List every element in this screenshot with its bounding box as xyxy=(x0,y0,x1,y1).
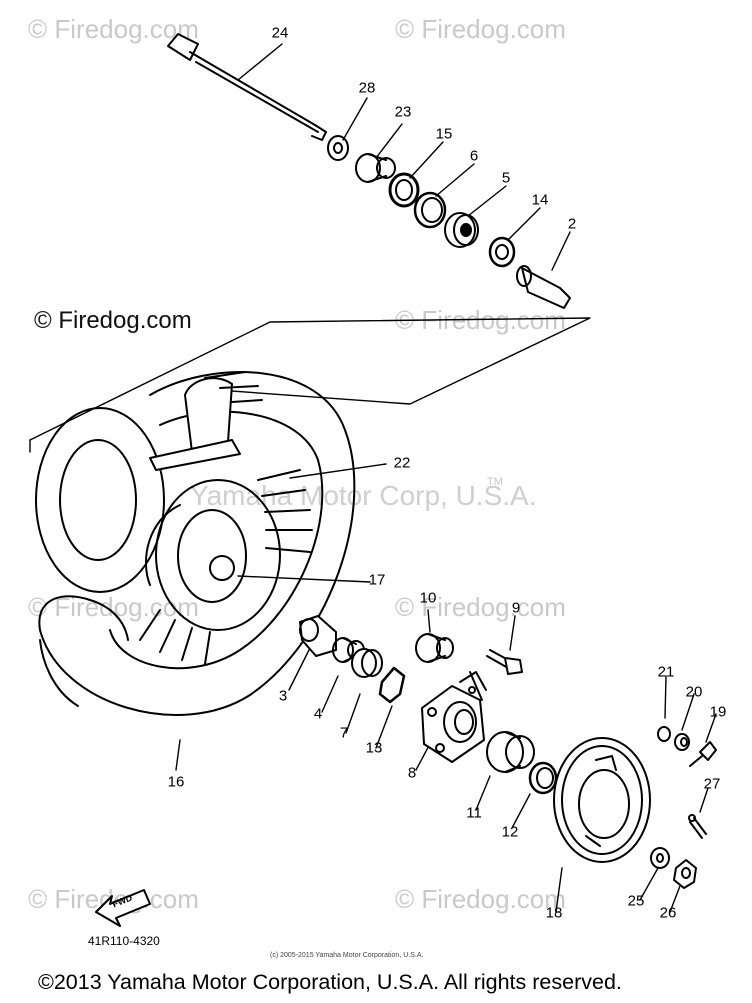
callout-15: 15 xyxy=(435,125,453,143)
bearing-7 xyxy=(351,648,383,678)
callout-9: 9 xyxy=(511,599,521,617)
oil-seal-15 xyxy=(388,172,420,208)
watermark-trademark: TM xyxy=(487,476,503,488)
watermark-yamaha: Yamaha Motor Corp, U.S.A. xyxy=(190,480,537,511)
callout-11: 11 xyxy=(466,804,482,822)
bearing-11 xyxy=(486,731,535,773)
bearing-5 xyxy=(444,212,479,248)
brake-plate-18 xyxy=(553,737,651,863)
watermark-firedog-dark: © Firedog.com xyxy=(34,307,192,334)
assembly-bracket xyxy=(29,317,591,453)
callout-23: 23 xyxy=(394,103,412,121)
leader-lines xyxy=(175,43,717,913)
spacer-14 xyxy=(488,236,516,268)
callout-10: 10 xyxy=(419,589,437,607)
watermark-firedog: © Firedog.com xyxy=(395,14,566,44)
callout-27: 27 xyxy=(703,775,721,793)
callout-16: 16 xyxy=(167,773,185,791)
watermark-firedog: © Firedog.com xyxy=(395,884,566,914)
fwd-arrow-icon xyxy=(95,889,151,927)
callout-6: 6 xyxy=(469,147,479,165)
callout-19: 19 xyxy=(709,703,727,721)
callout-22: 22 xyxy=(393,454,411,472)
collar-10 xyxy=(415,633,454,663)
bolt-9 xyxy=(486,649,523,675)
callout-2: 2 xyxy=(567,215,577,233)
axle-24 xyxy=(167,33,327,141)
bolt-19 xyxy=(689,741,717,767)
callout-21: 21 xyxy=(657,663,675,681)
circlip-6 xyxy=(413,191,447,229)
callout-28: 28 xyxy=(358,79,376,97)
washer-28 xyxy=(327,135,349,161)
watermark-firedog: © Firedog.com xyxy=(395,592,566,622)
callout-4: 4 xyxy=(313,705,323,723)
callout-25: 25 xyxy=(627,892,645,910)
callout-24: 24 xyxy=(271,24,289,42)
callout-14: 14 xyxy=(531,191,549,209)
o-ring-13 xyxy=(378,666,406,704)
callout-13: 13 xyxy=(365,739,383,757)
callout-7: 7 xyxy=(339,724,349,742)
cast-wheel xyxy=(139,469,313,665)
part-number: 41R110-4320 xyxy=(88,934,160,948)
oil-seal-12 xyxy=(528,761,558,795)
washer-25 xyxy=(650,847,670,869)
callout-20: 20 xyxy=(685,683,703,701)
callout-3: 3 xyxy=(278,687,288,705)
tire-16 xyxy=(35,371,356,716)
washer-21 xyxy=(657,726,671,742)
collar-23 xyxy=(355,153,396,183)
nut-26 xyxy=(673,859,697,889)
watermark-firedog: © Firedog.com xyxy=(28,14,199,44)
footer-copyright: ©2013 Yamaha Motor Corporation, U.S.A. A… xyxy=(38,970,622,994)
fine-copyright: (c) 2005-2015 Yamaha Motor Corporation, … xyxy=(270,952,424,959)
nut-20 xyxy=(674,733,690,751)
hub-flange-8 xyxy=(421,671,487,763)
callout-17: 17 xyxy=(368,571,386,589)
collar-3 xyxy=(299,615,337,657)
callout-26: 26 xyxy=(659,904,677,922)
callout-18: 18 xyxy=(545,904,563,922)
spacer-tube-2 xyxy=(516,265,571,309)
cotter-pin-27 xyxy=(688,814,707,839)
callout-8: 8 xyxy=(407,764,417,782)
callout-12: 12 xyxy=(501,823,519,841)
callout-5: 5 xyxy=(501,169,511,187)
